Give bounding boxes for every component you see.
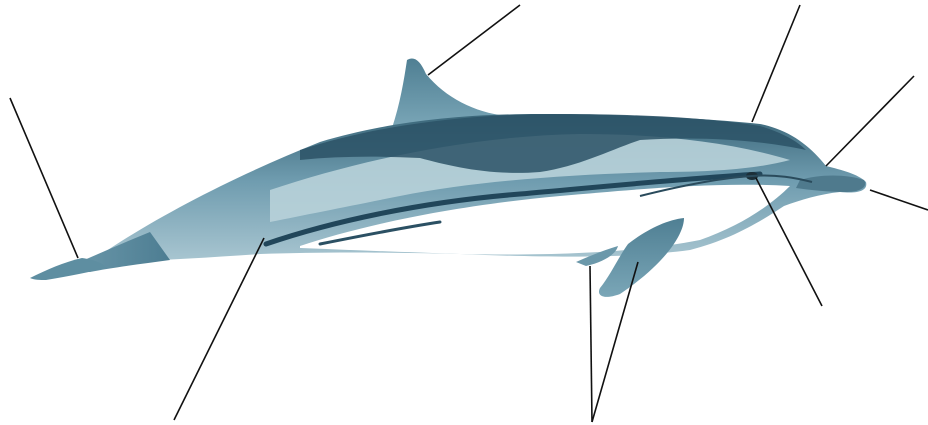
dolphin-body	[30, 59, 866, 297]
pointer-line-rostrum-top	[826, 76, 914, 166]
tail-fluke	[30, 258, 106, 280]
pointer-line-dorsal-fin	[428, 5, 520, 75]
pointer-line-beak-tip	[870, 190, 928, 210]
pointer-line-flank-stripe	[174, 238, 264, 420]
pointer-line-melon	[752, 5, 800, 122]
pointer-line-flipper-far	[590, 266, 592, 422]
pointer-line-tail-fluke	[10, 98, 78, 258]
